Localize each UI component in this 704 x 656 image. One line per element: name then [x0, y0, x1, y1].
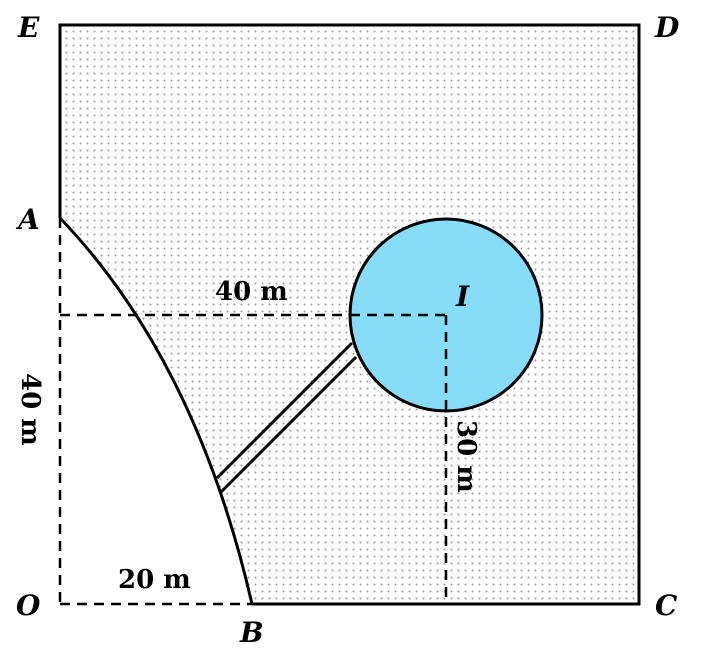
square-boundary: [58, 23, 641, 606]
label-point-b: B: [239, 616, 264, 649]
label-point-i: I: [455, 280, 470, 313]
walkway-lower: [219, 355, 358, 494]
label-point-d: D: [654, 11, 680, 44]
dimension-label-bottom: 20 m: [118, 565, 191, 595]
label-point-e: E: [17, 11, 40, 44]
curve-ab: [58, 216, 254, 605]
dimension-label-top: 40 m: [215, 277, 288, 307]
label-point-a: A: [15, 203, 40, 236]
dimension-label-left: 40 m: [15, 373, 45, 446]
dimension-label-right: 30 m: [451, 420, 481, 493]
walkway-upper: [215, 341, 354, 480]
label-point-c: C: [655, 589, 678, 622]
label-point-o: O: [16, 589, 41, 622]
